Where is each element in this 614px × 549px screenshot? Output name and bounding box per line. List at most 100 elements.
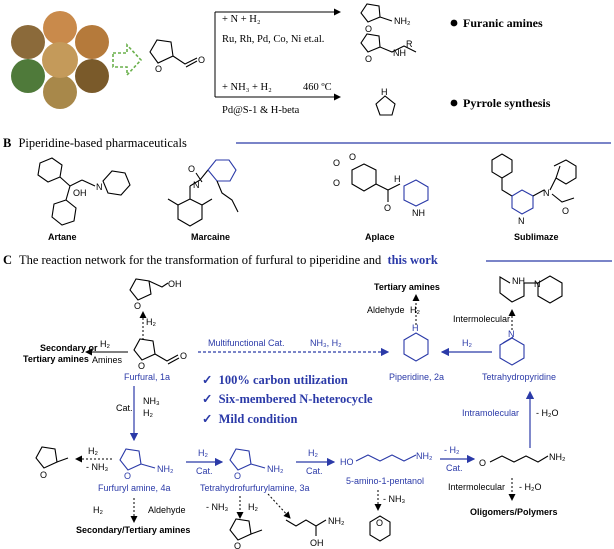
route2-reagents: + NH₃ + H₂ xyxy=(222,82,272,93)
svg-text:Intermolecular: Intermolecular xyxy=(453,314,510,324)
drug-name-marcaine: Marcaine xyxy=(191,232,230,242)
svg-text:Cat.: Cat. xyxy=(196,466,213,476)
route1-reagents: + N + H₂ xyxy=(222,14,261,25)
svg-text:- H₂O: - H₂O xyxy=(536,408,559,418)
svg-text:NH₂: NH₂ xyxy=(157,464,174,474)
tetrahydropyridine-label: Tetrahydropyridine xyxy=(482,372,556,382)
amino-pentanol-structure: HO NH₂ 5-amino-1-pentanol xyxy=(340,451,433,486)
svg-text:H₂: H₂ xyxy=(93,505,103,515)
svg-text:N: N xyxy=(543,188,550,198)
svg-text:O: O xyxy=(234,541,241,549)
svg-text:NH₃, H₂: NH₃, H₂ xyxy=(310,338,342,348)
svg-text:O: O xyxy=(365,24,372,34)
svg-text:Cat.: Cat. xyxy=(446,463,463,473)
svg-text:Cat.: Cat. xyxy=(306,466,323,476)
section-b: B Piperidine-based pharmaceuticals N OH … xyxy=(3,136,611,242)
advantage-1: ✓ 100% carbon utilization xyxy=(202,373,348,387)
svg-text:Aldehyde H₂: Aldehyde H₂ xyxy=(367,305,421,315)
svg-text:NH₂: NH₂ xyxy=(267,464,284,474)
svg-text:NH₂: NH₂ xyxy=(549,452,566,462)
bullet-pyrrole xyxy=(450,99,458,107)
sec-tert-amines-left: Secondary or xyxy=(40,343,98,353)
svg-text:O: O xyxy=(180,351,187,361)
svg-text:N: N xyxy=(518,216,525,226)
green-dashed-arrow xyxy=(112,42,143,78)
route1-catalysts: Ru, Rh, Pd, Co, Ni et.al. xyxy=(222,34,324,45)
nh2-label-a: NH₂ xyxy=(394,16,411,26)
furfuryl-alcohol-structure: O OH xyxy=(129,278,182,311)
svg-text:HO: HO xyxy=(340,457,354,467)
furan-oxygen-a: O xyxy=(155,64,162,74)
svg-text:H₂: H₂ xyxy=(248,502,258,512)
svg-text:O: O xyxy=(349,152,356,162)
svg-text:OH: OH xyxy=(168,279,182,289)
svg-text:OH: OH xyxy=(73,188,87,198)
svg-text:- NH₃: - NH₃ xyxy=(206,502,228,512)
svg-text:- H₂: - H₂ xyxy=(444,445,460,455)
thfa-structure: O NH₂ Tetrahydrofurfurylamine, 3a xyxy=(200,448,310,493)
svg-text:N: N xyxy=(534,279,541,289)
svg-text:N: N xyxy=(96,182,103,192)
svg-text:O: O xyxy=(40,470,47,480)
svg-text:H: H xyxy=(381,87,388,97)
svg-text:- NH₃: - NH₃ xyxy=(383,494,405,504)
svg-text:O: O xyxy=(333,158,340,168)
route2-temperature: 460 ºC xyxy=(303,82,332,93)
tetrahydropyridine-structure: N Tetrahydropyridine xyxy=(482,329,556,382)
svg-text:H₂: H₂ xyxy=(143,408,153,418)
svg-text:Cat.: Cat. xyxy=(116,403,133,413)
secondary-amine-product-a: O R NH xyxy=(360,33,417,64)
furfural-structure-c: O O xyxy=(133,338,187,371)
artane-structure: N OH Artane xyxy=(37,157,131,242)
svg-text:R: R xyxy=(406,39,413,49)
svg-text:H: H xyxy=(394,174,401,184)
furfural-structure-a: O O xyxy=(149,39,205,74)
svg-text:N: N xyxy=(193,180,200,190)
thp-oxane-structure: O xyxy=(369,515,391,542)
section-c-title: C The reaction network for the transform… xyxy=(3,253,438,267)
furfuryl-amine-label: Furfuryl amine, 4a xyxy=(98,483,171,493)
svg-text:H: H xyxy=(412,323,419,333)
advantage-3: ✓ Mild condition xyxy=(202,412,297,426)
section-c: C The reaction network for the transform… xyxy=(3,253,612,549)
multifunctional-cat-label: Multifunctional Cat. xyxy=(208,338,285,348)
route2-label: Pyrrole synthesis xyxy=(463,96,551,110)
svg-text:O: O xyxy=(333,178,340,188)
svg-text:H₂: H₂ xyxy=(146,317,156,327)
amino-pentanal-structure: O NH₂ xyxy=(479,452,566,468)
svg-text:O: O xyxy=(384,203,391,213)
route1-label: Furanic amines xyxy=(463,16,543,30)
route2-catalysts: Pd@S-1 & H-beta xyxy=(222,105,300,116)
marcaine-structure: N O Marcaine xyxy=(167,159,239,242)
svg-text:Intermolecular: Intermolecular xyxy=(448,482,505,492)
svg-text:Aldehyde: Aldehyde xyxy=(148,505,186,515)
advantage-2: ✓ Six-membered N-heterocycle xyxy=(202,392,373,406)
furfurylamine-product-a: O NH₂ xyxy=(360,3,411,34)
section-a: O O + N + H₂ Ru, Rh, Pd, Co, Ni et.al. +… xyxy=(11,3,551,116)
svg-text:H₂: H₂ xyxy=(100,339,110,349)
svg-text:O: O xyxy=(138,361,145,371)
piperidine-structure: H Piperidine, 2a xyxy=(389,323,444,382)
svg-text:O: O xyxy=(376,518,383,528)
amino-pentanol-side-structure: NH₂ OH xyxy=(285,516,345,548)
pyrrole-product-a: H xyxy=(375,87,396,116)
section-b-title: B Piperidine-based pharmaceuticals xyxy=(3,136,187,150)
amino-pentanol-label: 5-amino-1-pentanol xyxy=(346,476,424,486)
svg-text:Amines: Amines xyxy=(92,355,123,365)
svg-text:NH₃: NH₃ xyxy=(143,396,160,406)
tertiary-amines-label: Tertiary amines xyxy=(374,282,440,292)
svg-text:N: N xyxy=(508,329,515,339)
biomass-flower-image xyxy=(11,11,109,109)
svg-text:H₂: H₂ xyxy=(462,338,472,348)
svg-text:O: O xyxy=(479,458,486,468)
drug-name-aplace: Aplace xyxy=(365,232,395,242)
svg-text:H₂: H₂ xyxy=(308,448,318,458)
drug-name-artane: Artane xyxy=(48,232,77,242)
svg-text:Tertiary amines: Tertiary amines xyxy=(23,354,89,364)
intramolecular-label: Intramolecular xyxy=(462,408,519,418)
furfural-label: Furfural, 1a xyxy=(124,372,170,382)
furfuryl-amine-structure: O NH₂ Furfuryl amine, 4a xyxy=(98,448,174,493)
bullet-furanic xyxy=(450,19,458,27)
svg-text:O: O xyxy=(365,54,372,64)
